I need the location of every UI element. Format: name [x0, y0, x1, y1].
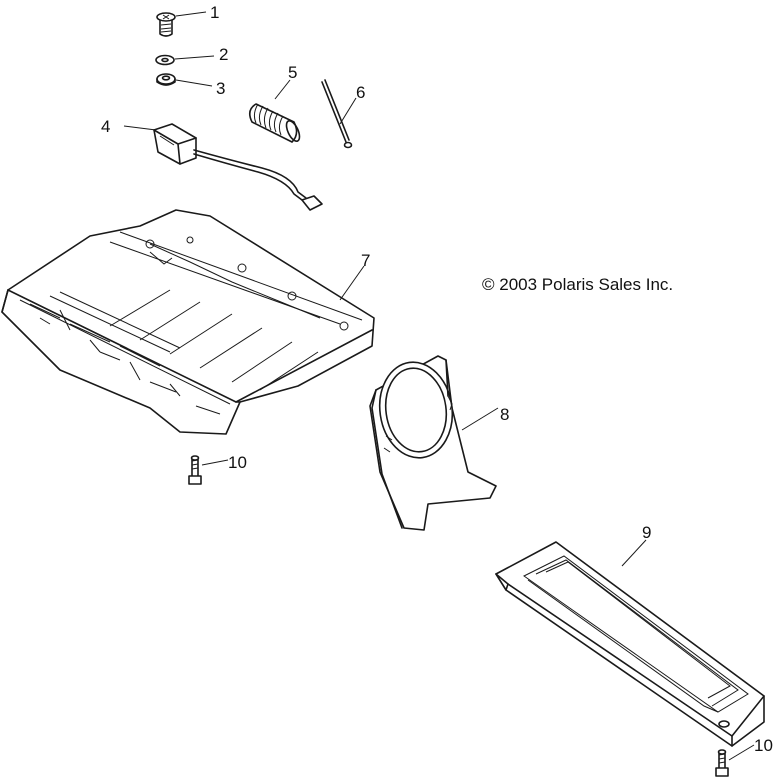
callout-10-left: 10 — [228, 453, 247, 472]
callout-9: 9 — [642, 523, 651, 542]
leader-3 — [175, 79, 213, 87]
part-7-seat-base — [1, 209, 375, 435]
leader-4 — [123, 125, 157, 131]
part-2-washer — [155, 54, 175, 66]
leader-8 — [461, 407, 499, 431]
leader-10-right — [728, 744, 755, 761]
copyright-notice: © 2003 Polaris Sales Inc. — [482, 275, 673, 294]
callout-8: 8 — [500, 405, 509, 424]
callout-3: 3 — [216, 79, 225, 98]
part-8-bracket — [369, 355, 497, 531]
leader-1 — [175, 11, 207, 17]
part-10-bolt-right — [715, 749, 729, 777]
callout-1: 1 — [210, 3, 219, 22]
part-10-bolt-left — [188, 455, 202, 485]
leader-7 — [339, 265, 365, 301]
leader-10-left — [201, 459, 229, 466]
leader-2 — [174, 55, 215, 60]
part-1-screw — [156, 12, 176, 37]
part-5-grip — [248, 103, 301, 143]
leader-9 — [621, 539, 647, 567]
part-6-pin — [321, 79, 353, 149]
callout-7: 7 — [361, 251, 370, 270]
callout-6: 6 — [356, 83, 365, 102]
callout-10-right: 10 — [754, 736, 773, 755]
part-3-nut — [156, 73, 176, 86]
callout-2: 2 — [219, 45, 228, 64]
leader-6 — [339, 97, 357, 125]
callout-5: 5 — [288, 63, 297, 82]
callout-4: 4 — [101, 117, 110, 136]
leader-5 — [274, 79, 291, 100]
part-9-pad — [495, 541, 765, 747]
part-4-switch-harness — [153, 123, 323, 211]
